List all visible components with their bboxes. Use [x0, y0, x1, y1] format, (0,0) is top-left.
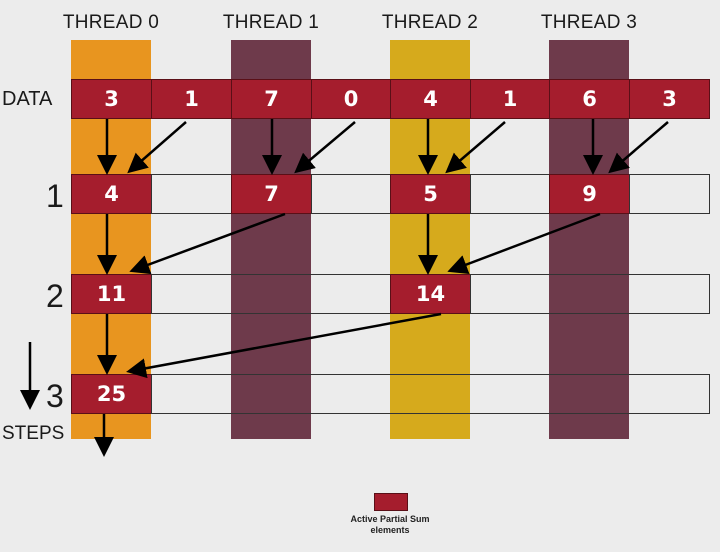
step1-cell-6: 9 [549, 174, 630, 214]
step1-cell-2: 7 [231, 174, 312, 214]
thread-0-label: THREAD 0 [62, 12, 160, 33]
step1-empty-3 [311, 174, 391, 214]
data-cell-2: 7 [231, 79, 312, 119]
legend-label: Active Partial Sum elements [330, 514, 450, 536]
thread-3-label: THREAD 3 [540, 12, 638, 33]
thread-2-label: THREAD 2 [381, 12, 479, 33]
step-1-label: 1 [46, 178, 64, 214]
thread-1-label: THREAD 1 [222, 12, 320, 33]
step1-cell-4: 5 [390, 174, 471, 214]
step2-empty-1 [151, 274, 391, 314]
step1-cell-0: 4 [71, 174, 152, 214]
data-cell-6: 6 [549, 79, 630, 119]
legend-label-line2: elements [370, 525, 410, 535]
step1-empty-5 [470, 174, 550, 214]
legend-label-line1: Active Partial Sum [350, 514, 430, 524]
legend-swatch [374, 493, 408, 511]
data-cell-7: 3 [629, 79, 710, 119]
data-cell-4: 4 [390, 79, 471, 119]
step3-empty-1 [151, 374, 710, 414]
step3-cell-0: 25 [71, 374, 152, 414]
step2-cell-0: 11 [71, 274, 152, 314]
step2-cell-4: 14 [390, 274, 471, 314]
steps-label: STEPS [2, 423, 65, 444]
data-cell-3: 0 [311, 79, 391, 119]
step-2-label: 2 [46, 278, 64, 314]
step2-empty-5 [470, 274, 710, 314]
data-cell-1: 1 [151, 79, 232, 119]
step-3-label: 3 [46, 378, 64, 414]
data-cell-5: 1 [470, 79, 550, 119]
data-row-label: DATA [2, 88, 53, 110]
step1-empty-1 [151, 174, 232, 214]
data-cell-0: 3 [71, 79, 152, 119]
step1-empty-7 [629, 174, 710, 214]
